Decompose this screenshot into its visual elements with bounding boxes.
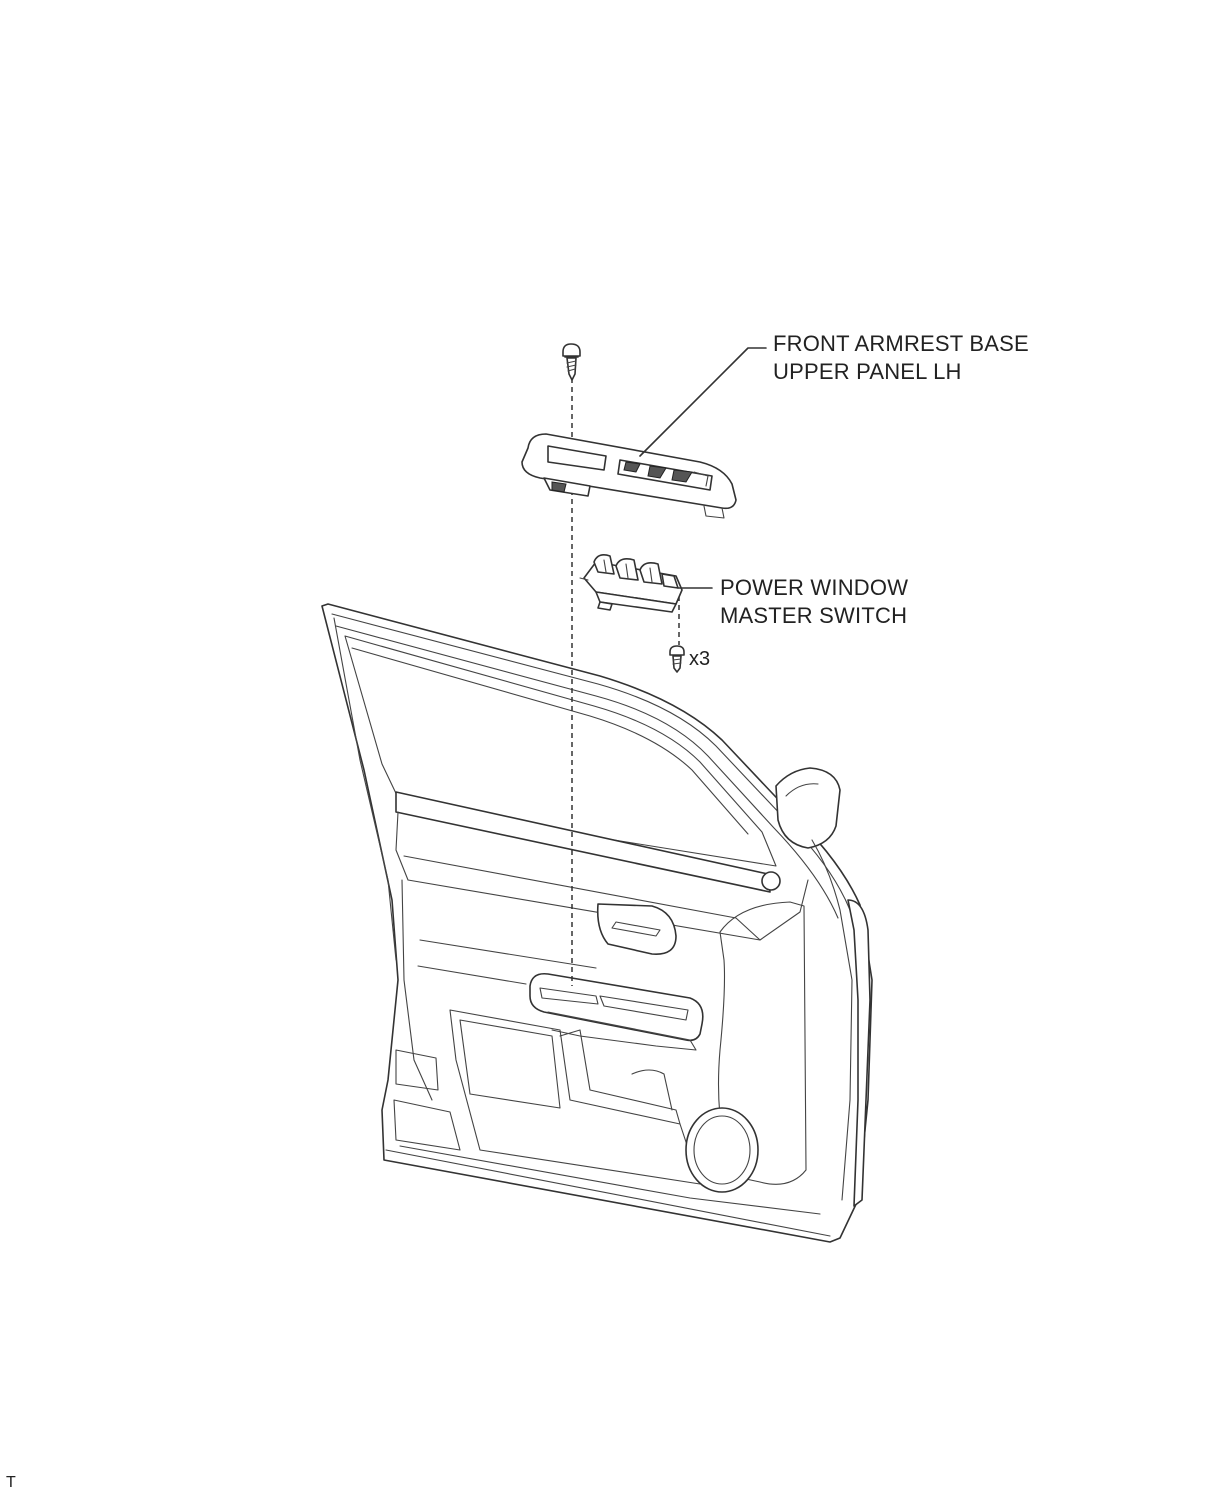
corner-mark: T xyxy=(6,1474,16,1491)
armrest-panel-label-line-1: FRONT ARMREST BASE xyxy=(773,331,1029,356)
master-switch-label: POWER WINDOW MASTER SWITCH xyxy=(720,574,908,630)
screws-x3-icon xyxy=(669,645,685,673)
front-door-lh xyxy=(321,603,873,1243)
armrest-panel-part xyxy=(521,433,737,519)
armrest-panel-label: FRONT ARMREST BASE UPPER PANEL LH xyxy=(773,330,1029,386)
master-switch-label-line-1: POWER WINDOW xyxy=(720,575,909,600)
screw-quantity-label: x3 xyxy=(689,648,711,670)
master-switch-label-line-2: MASTER SWITCH xyxy=(720,603,908,628)
screw-icon xyxy=(562,343,581,381)
switch-unit-part xyxy=(579,554,683,613)
armrest-panel-label-line-2: UPPER PANEL LH xyxy=(773,359,962,384)
armrest-leader-line xyxy=(639,347,767,457)
